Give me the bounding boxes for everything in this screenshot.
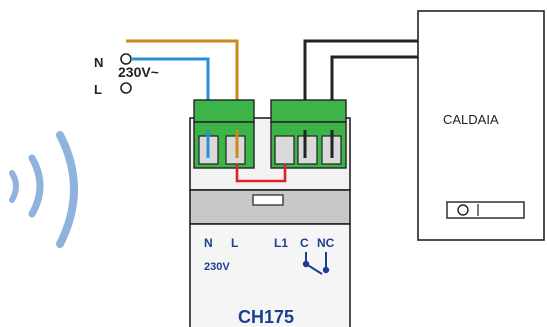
supply-n-label: N (94, 55, 103, 70)
relay-contact-icon (302, 252, 330, 275)
boiler-indicator (457, 204, 469, 216)
supply-voltage-label: 230V~ (118, 64, 159, 80)
wireless-signal-icon (9, 131, 78, 248)
device-voltage: 230V (204, 261, 230, 273)
supply-terminal-n (120, 53, 132, 65)
terminal-block-power (193, 99, 255, 169)
terminal-block-relay (270, 99, 347, 169)
device-term-c: C (300, 236, 309, 250)
jumper-wire (235, 164, 287, 183)
device-term-l1: L1 (274, 236, 288, 250)
device-model: CH175 (238, 307, 294, 327)
supply-l-label: L (94, 82, 102, 97)
device-term-n: N (204, 236, 213, 250)
supply-terminal-l (120, 82, 132, 94)
device-term-nc: NC (317, 236, 335, 250)
din-latch (252, 194, 284, 206)
device-term-l: L (231, 236, 238, 250)
boiler-label: CALDAIA (443, 112, 499, 127)
